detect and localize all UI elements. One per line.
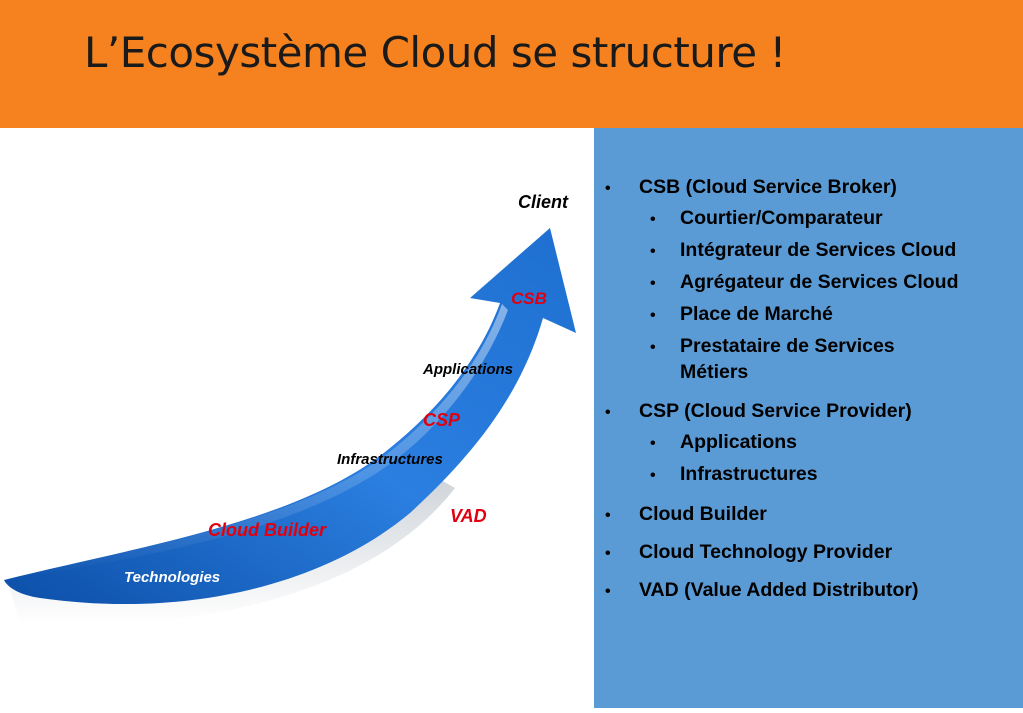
slide-title: L’Ecosystème Cloud se structure ! [84,28,786,77]
bullet-dot: • [650,435,656,452]
bullet-dot: • [605,545,611,562]
bullet-csb-item: Prestataire de Services [680,335,895,357]
label-infrastructures: Infrastructures [337,451,443,468]
bullet-csb-item-continued: Métiers [680,361,749,383]
bullet-csb-item: Intégrateur de Services Cloud [680,239,957,261]
bullet-csp: CSP (Cloud Service Provider) [639,400,912,422]
header-bar: L’Ecosystème Cloud se structure ! [0,0,1023,128]
bullet-dot: • [650,243,656,260]
bullet-dot: • [650,211,656,228]
bullet-dot: • [605,507,611,524]
bullet-dot: • [650,467,656,484]
label-applications: Applications [423,361,514,378]
bullet-dot: • [650,275,656,292]
label-vad: VAD [450,506,487,526]
arrow-body [4,228,576,605]
label-csp: CSP [423,410,461,430]
bullet-dot: • [605,404,611,421]
bullet-cloud-tech: Cloud Technology Provider [639,541,893,563]
ecosystem-arrow-diagram [0,128,594,708]
bullet-csb-item: Agrégateur de Services Cloud [680,271,959,293]
bullet-csb-item: Place de Marché [680,303,833,325]
bullet-csp-item: Infrastructures [680,463,818,485]
bullet-csb-item: Courtier/Comparateur [680,207,883,229]
label-technologies: Technologies [124,569,221,586]
bullet-dot: • [650,339,656,356]
growth-arrow-icon [4,228,576,625]
bullet-cloud-builder: Cloud Builder [639,503,767,525]
label-client: Client [518,192,569,212]
label-cloud-builder: Cloud Builder [208,520,326,540]
label-csb: CSB [511,289,547,308]
bullet-dot: • [605,180,611,197]
bullet-dot: • [650,307,656,324]
bullet-panel [594,128,1023,708]
bullet-csb: CSB (Cloud Service Broker) [639,176,897,198]
bullet-csp-item: Applications [680,431,798,453]
bullet-dot: • [605,583,611,600]
bullet-vad: VAD (Value Added Distributor) [639,579,919,601]
arrow-highlight [8,304,508,579]
